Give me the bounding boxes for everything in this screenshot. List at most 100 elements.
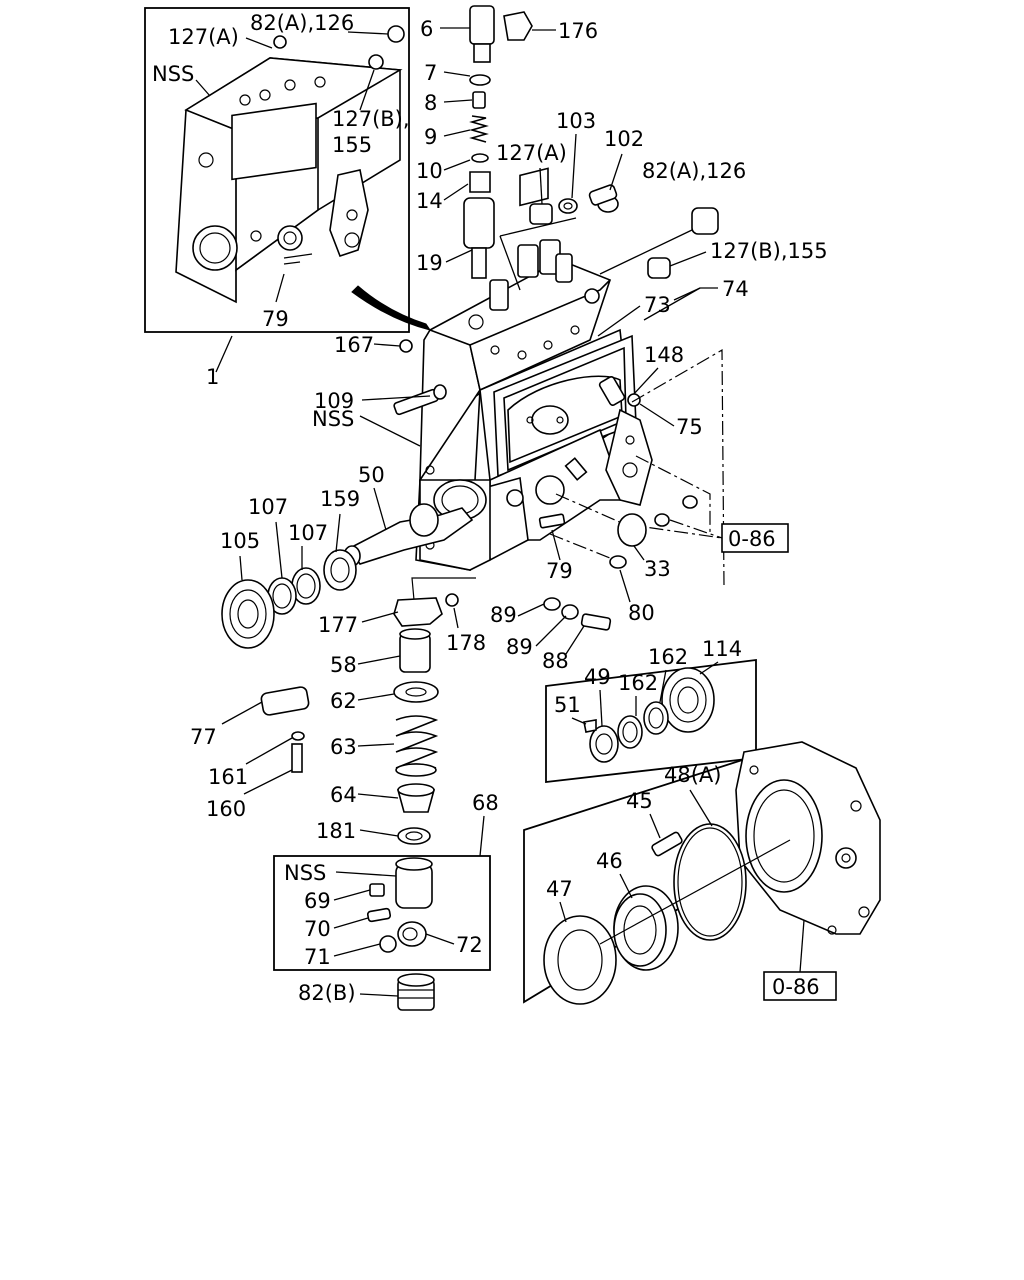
part-127b-plug — [647, 257, 671, 279]
part-69-key — [369, 883, 385, 897]
callout-105: 105 — [220, 529, 260, 553]
part-70-pin — [366, 907, 392, 923]
part-47-gasket — [543, 915, 617, 1005]
callout-88: 88 — [542, 649, 569, 673]
part-72-bush — [397, 921, 427, 947]
part-82b-plug — [397, 973, 435, 1011]
inset-transfer-arrow — [351, 285, 432, 331]
callout-107b: 107 — [288, 521, 328, 545]
part-80-nut — [609, 555, 627, 569]
part-177-cam-nut — [393, 597, 443, 627]
part-10-gasket — [471, 153, 489, 163]
part-88-bolt — [580, 613, 612, 631]
callout-6: 6 — [420, 17, 433, 41]
callout-33: 33 — [644, 557, 671, 581]
callout-80: 80 — [628, 601, 655, 625]
callout-49: 49 — [584, 665, 611, 689]
callout-176: 176 — [558, 19, 598, 43]
callout-79-inset: 79 — [262, 307, 289, 331]
part-159-seal — [323, 549, 357, 591]
bearing-group-drawing — [583, 667, 715, 763]
callout-167: 167 — [334, 333, 374, 357]
callout-109: 109 — [314, 389, 354, 413]
callout-127b-inset-line1: 127(B), — [332, 107, 410, 131]
callout-127a: 127(A) — [496, 141, 567, 165]
ref-0-86-upper: 0-86 — [728, 527, 776, 551]
callout-63: 63 — [330, 735, 357, 759]
part-14-seat — [469, 171, 491, 193]
callout-127b-inset-line2: 155 — [332, 133, 372, 157]
part-51-key — [583, 719, 597, 733]
part-162a-shim — [643, 701, 669, 735]
callout-68: 68 — [472, 791, 499, 815]
callout-10: 10 — [416, 159, 443, 183]
callout-nss-box: NSS — [284, 861, 326, 885]
callout-178: 178 — [446, 631, 486, 655]
callout-74: 74 — [722, 277, 749, 301]
part-89a-washer — [543, 597, 561, 611]
part-45-bolt — [651, 831, 683, 857]
inset-frame — [144, 7, 410, 333]
callout-82a: 82(A),126 — [642, 159, 746, 183]
box-68-drawing — [366, 857, 433, 953]
callout-148: 148 — [644, 343, 684, 367]
callout-8: 8 — [424, 91, 437, 115]
callout-45: 45 — [626, 789, 653, 813]
part-49-collar — [589, 725, 619, 763]
part-9-spring — [469, 115, 489, 143]
callout-9: 9 — [424, 125, 437, 149]
callout-159: 159 — [320, 487, 360, 511]
callout-72: 72 — [456, 933, 483, 957]
part-148-pin — [598, 376, 626, 406]
callout-103: 103 — [556, 109, 596, 133]
delivery-valve-column — [463, 5, 719, 279]
callout-82a-inset: 82(A),126 — [250, 11, 354, 35]
callout-7: 7 — [424, 61, 437, 85]
callout-127a-inset: 127(A) — [168, 25, 239, 49]
part-79-stud — [538, 513, 566, 529]
callout-69: 69 — [304, 889, 331, 913]
bracket-upper — [631, 348, 725, 587]
callout-162a: 162 — [648, 645, 688, 669]
callout-75: 75 — [676, 415, 703, 439]
part-6-holder — [469, 5, 495, 45]
inset-plug-82a — [387, 25, 405, 43]
part-161-washer — [291, 731, 305, 741]
cover-group-drawing — [543, 741, 881, 1005]
callout-107a: 107 — [248, 495, 288, 519]
part-19-barrel — [463, 197, 495, 249]
box-68-frame — [273, 855, 491, 971]
inset-housing-group: 127(A) 82(A),126 NSS 127(B), 155 79 1 — [144, 7, 410, 389]
part-71-roller — [379, 935, 397, 953]
part-160-bolt — [291, 743, 303, 773]
part-82a-plug — [691, 207, 719, 235]
callout-160: 160 — [206, 797, 246, 821]
callout-nss-inset: NSS — [152, 62, 194, 86]
callout-51: 51 — [554, 693, 581, 717]
callout-77: 77 — [190, 725, 217, 749]
callout-73: 73 — [644, 293, 671, 317]
part-7-ring — [469, 74, 491, 86]
callout-102: 102 — [604, 127, 644, 151]
part-62-seat — [393, 681, 439, 703]
inset-housing-drawing — [175, 25, 405, 304]
callout-64: 64 — [330, 783, 357, 807]
ref-0-86-lower: 0-86 — [772, 975, 820, 999]
callout-181: 181 — [316, 819, 356, 843]
callout-161: 161 — [208, 765, 248, 789]
callout-162b: 162 — [618, 671, 658, 695]
callout-71: 71 — [304, 945, 331, 969]
callout-47: 47 — [546, 877, 573, 901]
part-63-spring — [395, 715, 439, 769]
part-167-screw — [399, 339, 413, 353]
tappet-column — [260, 593, 459, 845]
callout-70: 70 — [304, 917, 331, 941]
callout-82b: 82(B) — [298, 981, 356, 1005]
part-181-shim — [397, 827, 431, 845]
callout-48a: 48(A) — [664, 763, 721, 787]
part-103-washer — [558, 198, 578, 214]
part-176-clip — [503, 11, 533, 41]
part-8-valve — [472, 91, 486, 109]
part-75-nut — [627, 393, 641, 407]
